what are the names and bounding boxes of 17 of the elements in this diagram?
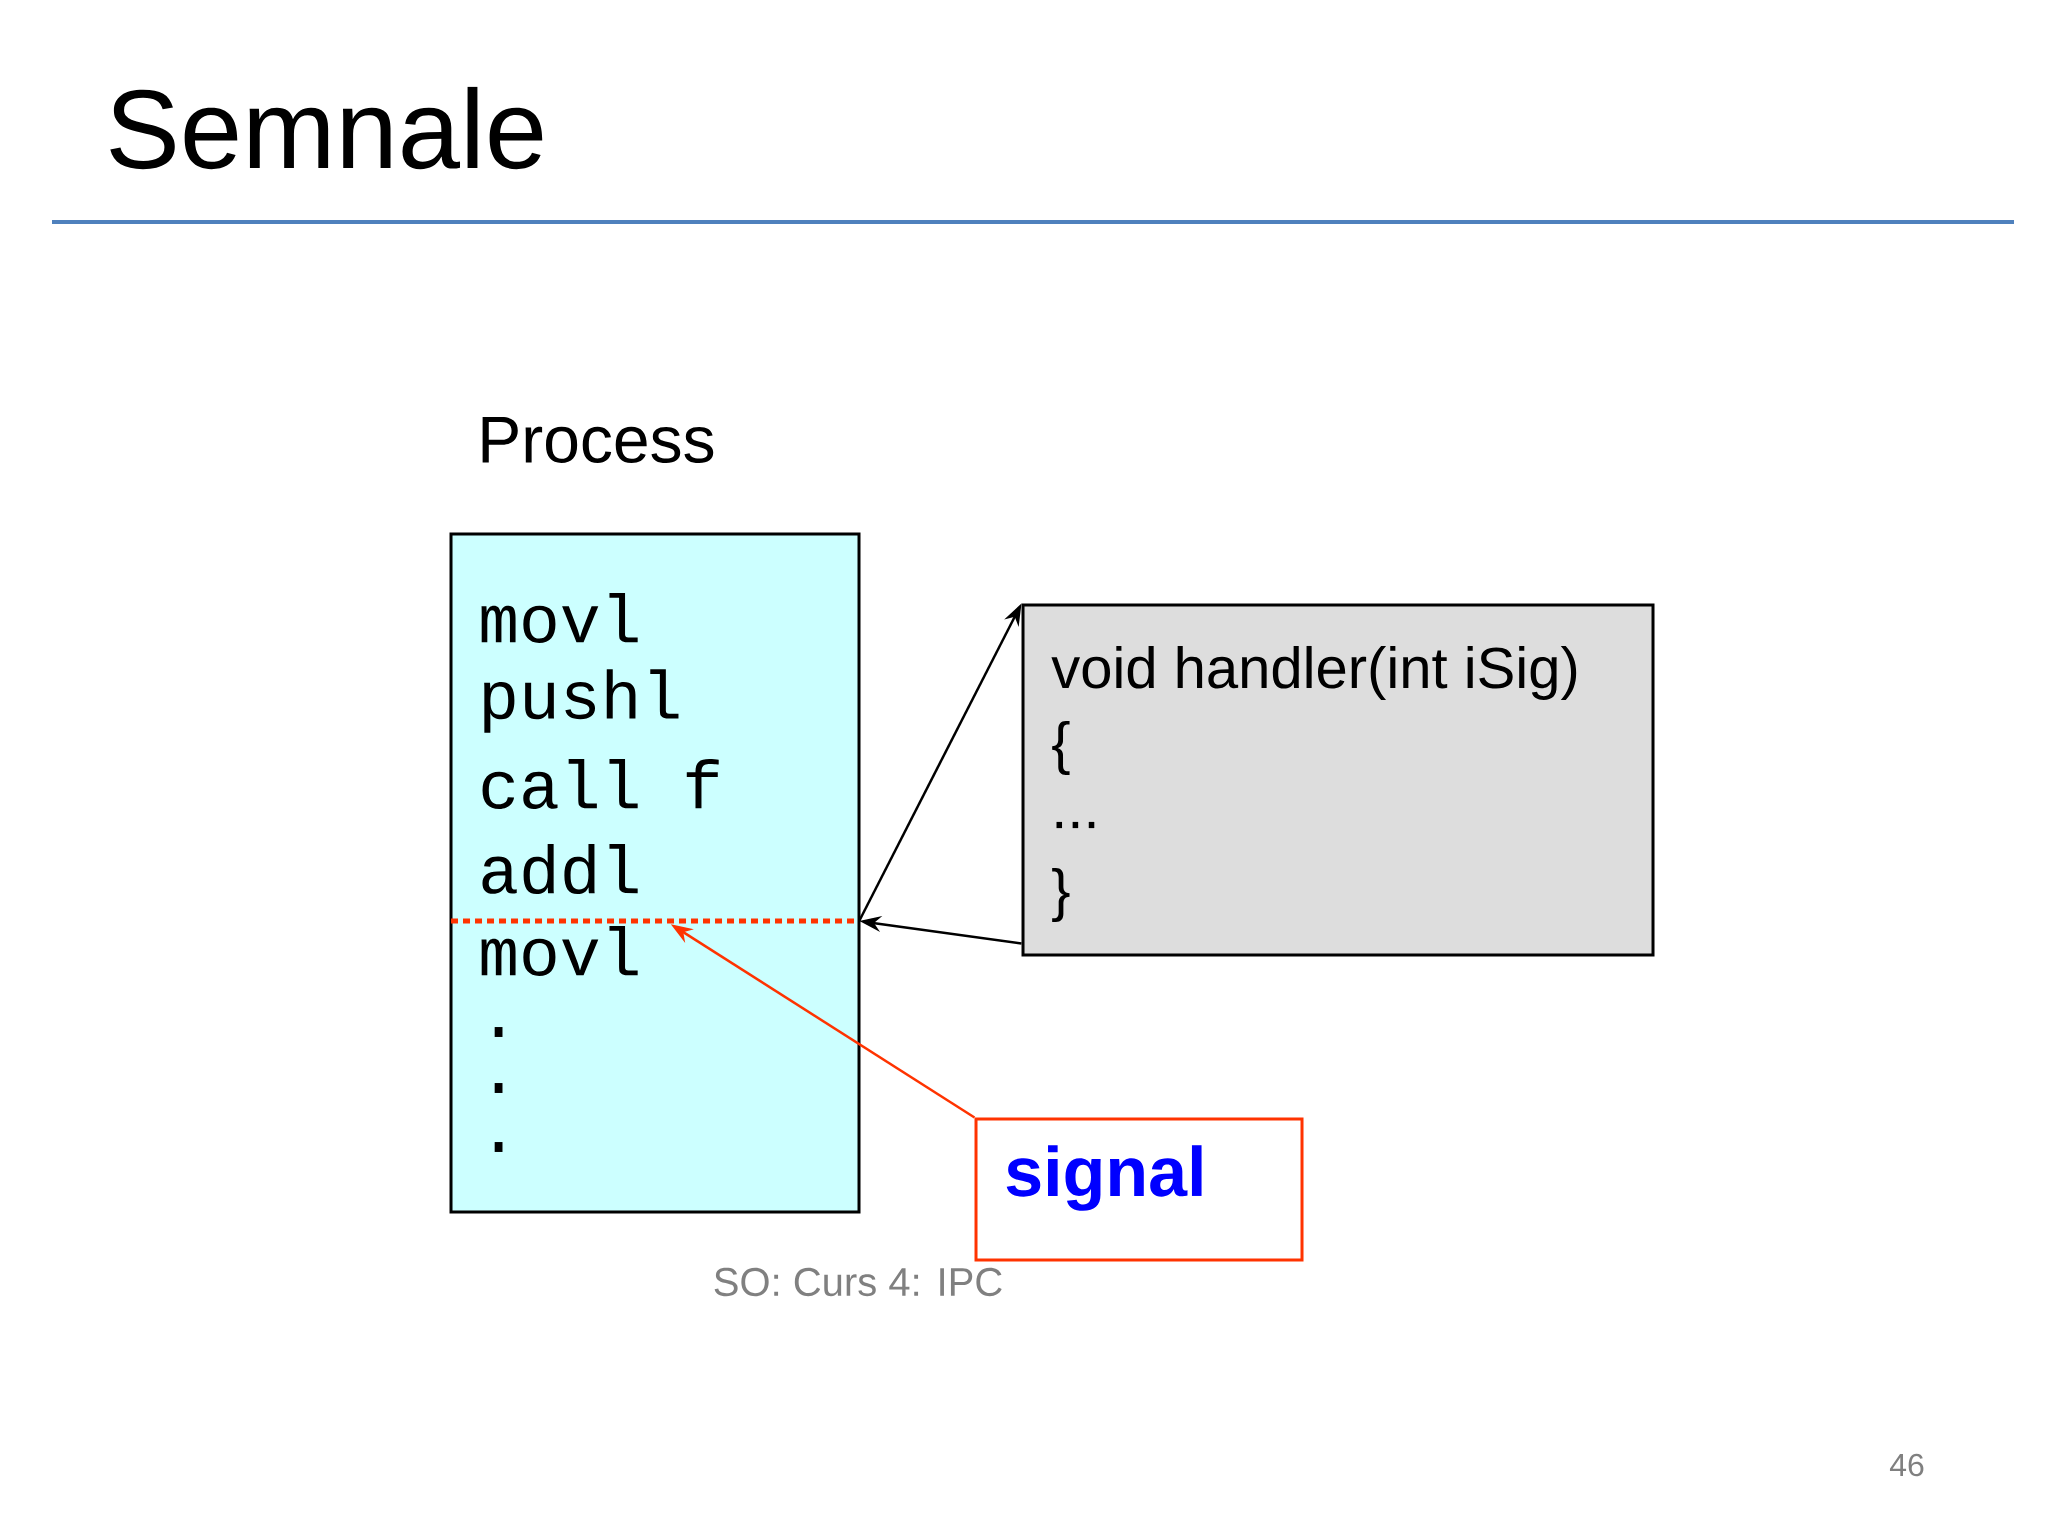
code-line: addl: [482, 843, 638, 895]
signal-box: signal: [974, 1117, 1304, 1262]
page-number: 46: [1889, 1453, 1924, 1477]
code-line: {: [1052, 720, 1070, 776]
code-line: .: [494, 1083, 503, 1093]
code-line: call f: [482, 759, 719, 809]
box-heading: Process: [482, 417, 714, 463]
code-line: void handler(int iSig): [1051, 645, 1577, 701]
code-line: .: [494, 1142, 503, 1152]
slide-title: Semnale: [110, 86, 543, 170]
code-line: pushl: [484, 669, 679, 733]
code-line: }: [1052, 867, 1070, 923]
code-line: movl: [481, 593, 638, 643]
code-line: ...: [1056, 821, 1095, 829]
footer-caption: SO: Curs 4: IPC: [714, 1267, 1002, 1297]
code-line: .: [494, 1027, 503, 1037]
code-line: movl: [481, 926, 638, 976]
